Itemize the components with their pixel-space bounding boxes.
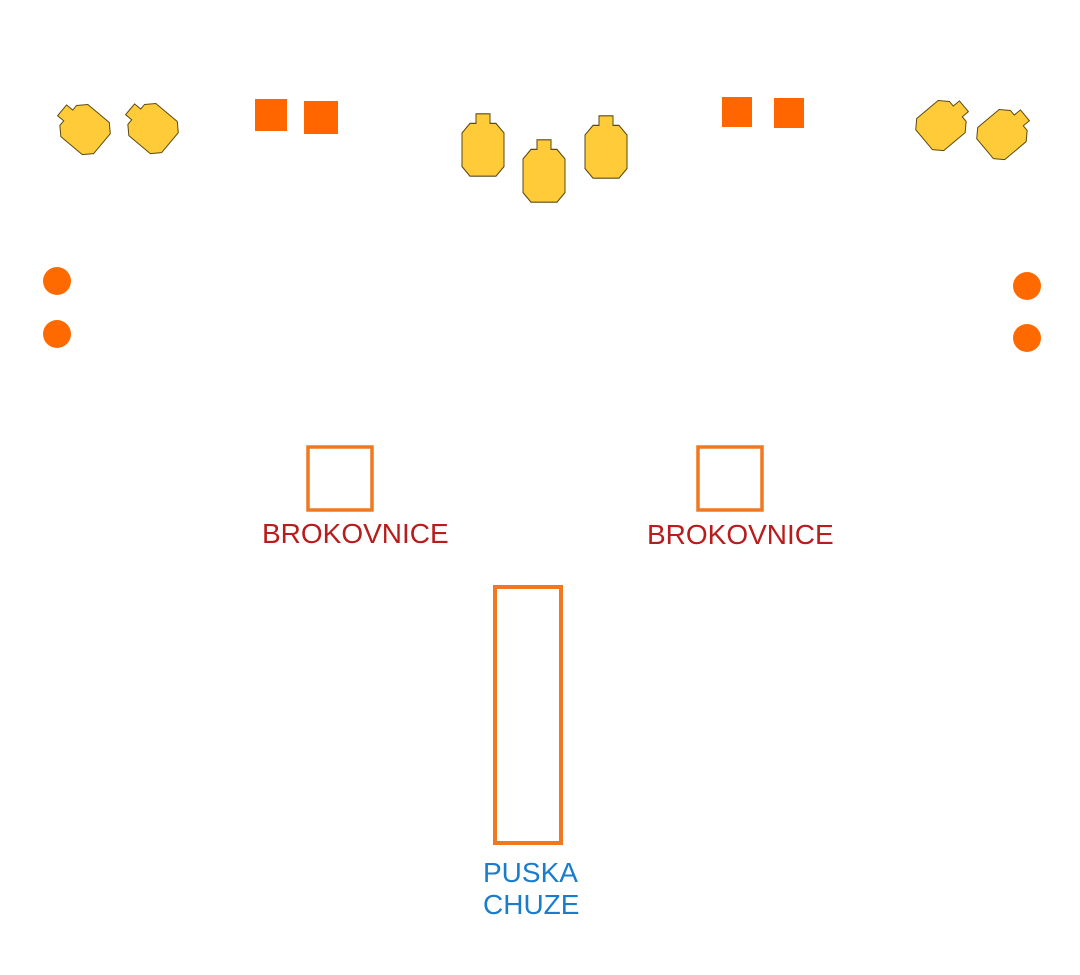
- target-center-right: [584, 115, 628, 179]
- target-top-right-2: [971, 98, 1039, 166]
- target-top-left-2: [116, 92, 184, 160]
- target-top-left-1: [48, 93, 116, 161]
- popper-right-2: [1013, 324, 1041, 352]
- rifle-walk-label-line2: CHUZE: [483, 889, 580, 920]
- steel-plate-top-right-1: [722, 97, 752, 127]
- popper-right-1: [1013, 272, 1041, 300]
- target-top-right-1: [910, 89, 978, 157]
- shotgun-station-right-box: [696, 445, 764, 512]
- target-center-middle: [522, 139, 566, 203]
- rifle-walk-label: PUSKA CHUZE: [483, 857, 579, 921]
- steel-plate-top-right-2: [774, 98, 804, 128]
- shotgun-station-right-label: BROKOVNICE: [647, 519, 834, 550]
- steel-plate-top-left-1: [255, 99, 287, 131]
- popper-left-1: [43, 267, 71, 295]
- rifle-walk-label-line1: PUSKA: [483, 857, 578, 888]
- target-center-left: [461, 113, 505, 177]
- popper-left-2: [43, 320, 71, 348]
- shotgun-station-left-label: BROKOVNICE: [262, 518, 449, 549]
- steel-plate-top-left-2: [304, 101, 338, 134]
- shotgun-station-left-box: [306, 445, 374, 512]
- rifle-walk-lane-box: [493, 585, 563, 845]
